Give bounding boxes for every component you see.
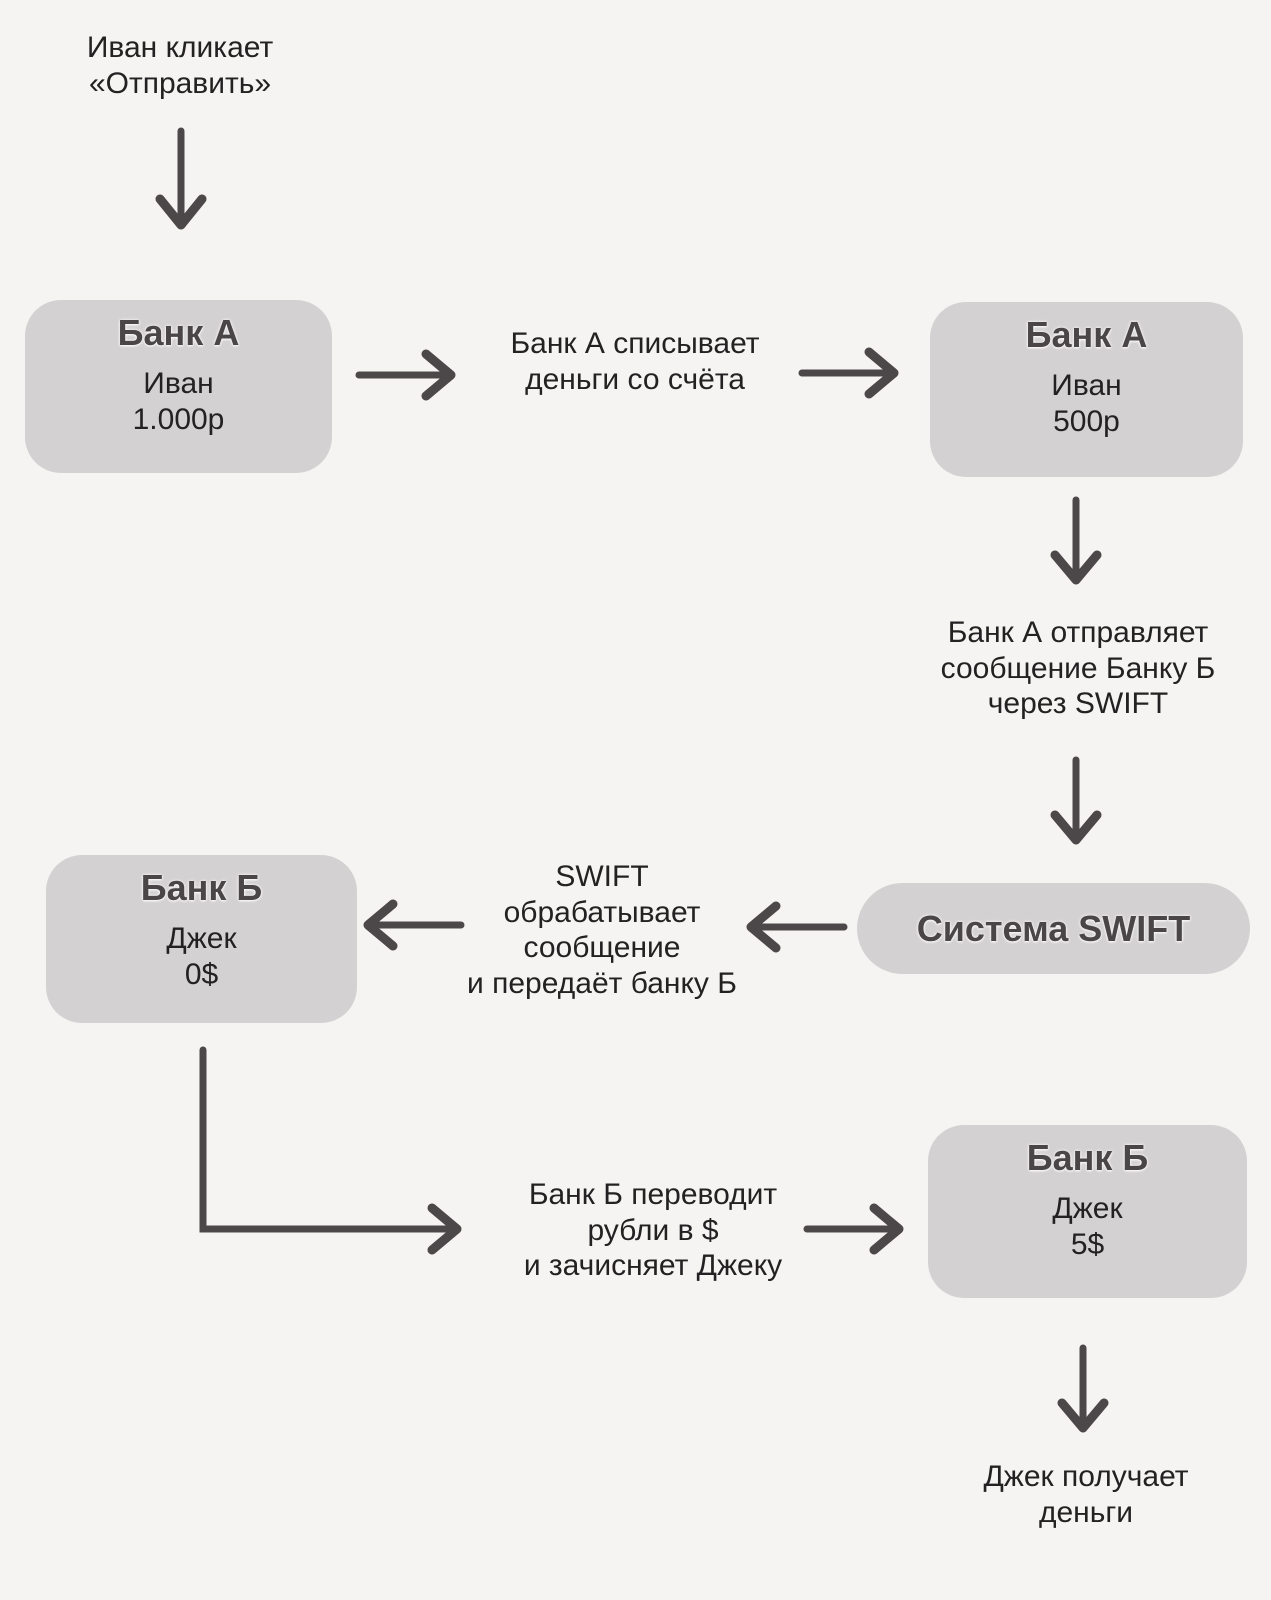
end-label-line: Джек получает bbox=[983, 1460, 1189, 1493]
start-label-line: Иван кликает bbox=[86, 31, 274, 64]
start-label-line: «Отправить» bbox=[88, 66, 272, 100]
convert-label-line: и зачисняет Джеку bbox=[523, 1249, 783, 1282]
arrow-down-icon bbox=[1050, 496, 1102, 585]
arrow-left-icon bbox=[363, 899, 465, 951]
node-swift-system: Система SWIFT bbox=[857, 883, 1250, 974]
node-amount: 5$ bbox=[1070, 1228, 1105, 1261]
send-message-label-line: сообщение Банку Б bbox=[940, 651, 1216, 685]
arrow-down-icon bbox=[1057, 1344, 1109, 1433]
node-bank-b-after: Банк Б Джек 5$ bbox=[928, 1125, 1247, 1298]
node-title: Банк Б bbox=[1026, 1137, 1149, 1178]
node-title: Система SWIFT bbox=[916, 907, 1191, 949]
node-amount: 0$ bbox=[184, 958, 219, 991]
start-label: Иван кликает «Отправить» bbox=[87, 30, 273, 101]
end-label: Джек получает деньги bbox=[983, 1459, 1188, 1530]
debit-label: Банк А списывает деньги со счёта bbox=[510, 326, 759, 397]
node-owner: Иван bbox=[1051, 369, 1122, 402]
node-bank-b-before: Банк Б Джек 0$ bbox=[46, 855, 357, 1023]
arrow-right-icon bbox=[355, 349, 456, 401]
arrow-right-icon bbox=[798, 347, 899, 399]
swift-processing-label-line: и передаёт банку Б bbox=[467, 966, 737, 1000]
convert-label: Банк Б переводит рубли в $ и зачисняет Д… bbox=[524, 1177, 782, 1284]
arrow-left-icon bbox=[746, 901, 848, 953]
arrow-right-icon bbox=[803, 1203, 904, 1255]
arrow-elbow-right-icon bbox=[199, 1046, 462, 1255]
swift-processing-label-line: обрабатывает bbox=[503, 895, 701, 929]
debit-label-line: деньги со счёта bbox=[525, 362, 745, 396]
node-owner: Джек bbox=[1052, 1192, 1123, 1225]
debit-label-line: Банк А списывает bbox=[510, 327, 760, 360]
convert-label-line: Банк Б переводит bbox=[528, 1178, 778, 1211]
node-title: Банк А bbox=[117, 312, 240, 353]
swift-processing-label: SWIFT обрабатывает сообщение и передаёт … bbox=[467, 859, 737, 1001]
node-bank-a-before: Банк А Иван 1.000р bbox=[25, 300, 332, 473]
node-owner: Иван bbox=[143, 367, 214, 400]
node-owner: Джек bbox=[166, 922, 237, 955]
send-message-label-line: через SWIFT bbox=[987, 687, 1169, 720]
node-title: Банк А bbox=[1025, 314, 1148, 355]
arrow-down-icon bbox=[155, 127, 207, 230]
node-title: Банк Б bbox=[140, 867, 263, 908]
arrow-down-icon bbox=[1050, 756, 1102, 845]
end-label-line: деньги bbox=[1038, 1495, 1134, 1529]
send-message-label-line: Банк А отправляет bbox=[947, 616, 1209, 649]
send-message-label: Банк А отправляет сообщение Банку Б чере… bbox=[941, 615, 1216, 722]
convert-label-line: рубли в $ bbox=[587, 1213, 719, 1247]
node-amount: 1.000р bbox=[132, 403, 225, 436]
node-amount: 500р bbox=[1053, 405, 1120, 438]
node-bank-a-after: Банк А Иван 500р bbox=[930, 302, 1243, 477]
swift-processing-label-line: сообщение bbox=[523, 931, 681, 964]
swift-processing-label-line: SWIFT bbox=[555, 860, 649, 893]
